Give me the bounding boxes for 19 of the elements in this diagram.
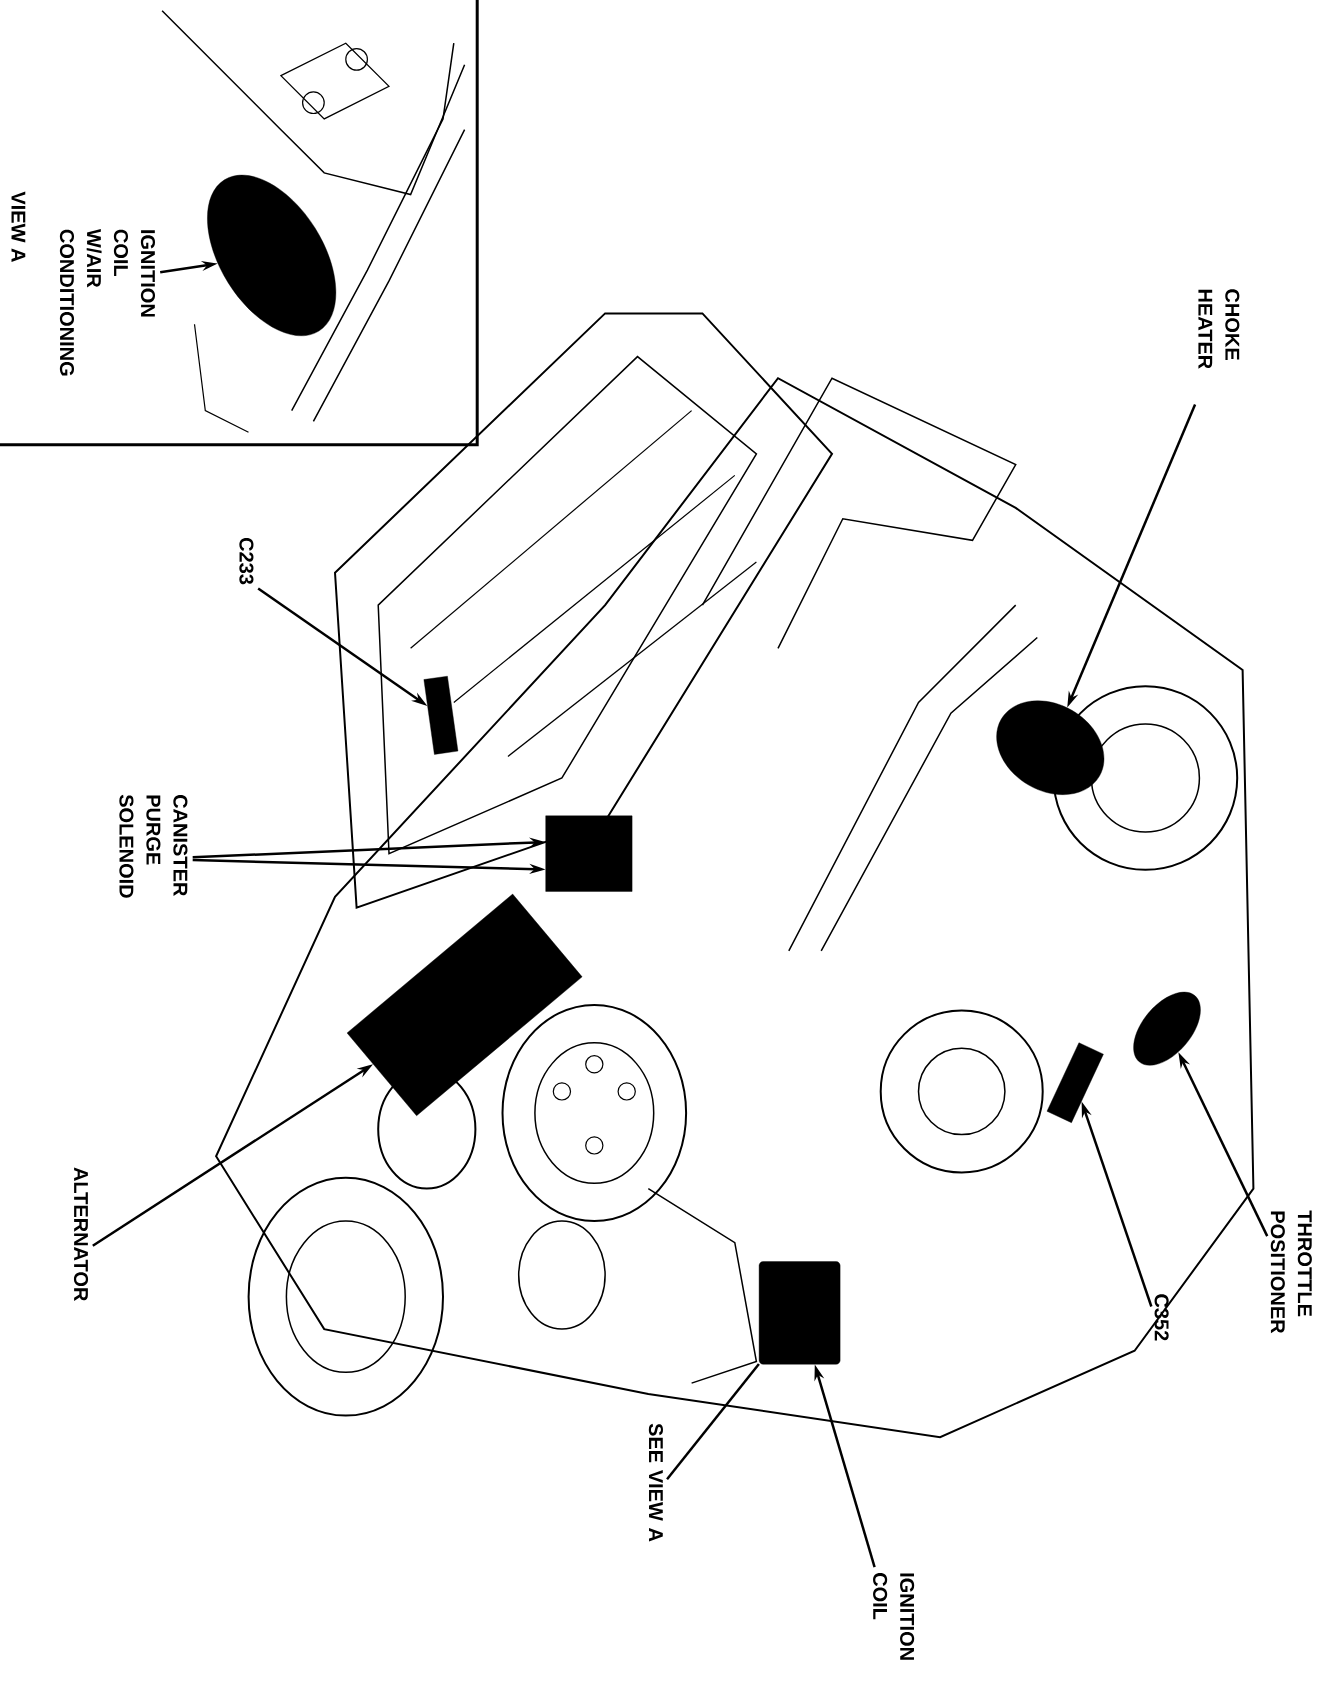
- callout-label: CHOKE HEATER: [1198, 289, 1240, 369]
- callout-label: IGNITION COIL W/AIR CONDITIONING: [59, 228, 156, 376]
- ignition-coil-part: [758, 1261, 841, 1365]
- throttle-positioner-part: [1133, 991, 1201, 1066]
- connector-part: [423, 676, 459, 755]
- callout-label: SEE VIEW A: [648, 1423, 663, 1542]
- callout-label: C352: [1154, 1294, 1169, 1341]
- connector-part: [1046, 1042, 1104, 1123]
- callout-label: ALTERNATOR: [73, 1167, 89, 1301]
- leader-line: [666, 1363, 760, 1481]
- callout-label: THROTTLE POSITIONER: [1270, 1210, 1312, 1334]
- choke-heater-part: [996, 700, 1105, 795]
- alternator-part: [346, 893, 583, 1116]
- callout-label: CANISTER PURGE SOLENOID: [119, 794, 188, 898]
- callout-label: C233: [239, 537, 254, 585]
- solenoid-part: [545, 815, 633, 892]
- view-caption: VIEW A: [11, 191, 26, 262]
- ignition-coil-part: [207, 175, 337, 336]
- callout-label: IGNITION COIL: [873, 1573, 915, 1660]
